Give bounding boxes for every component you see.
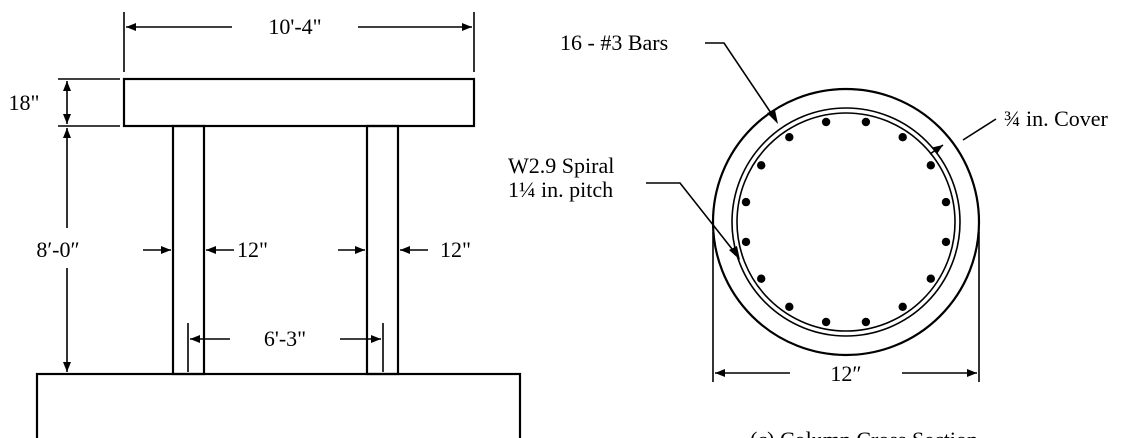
frame-elevation: 10'-4" 18" 8′-0″ 12" 12" [9, 12, 522, 438]
spiral-inner [736, 112, 956, 332]
rebar-7 [898, 302, 907, 311]
cover-callout: ¾ in. Cover [929, 106, 1109, 155]
rebar-5 [941, 237, 951, 247]
rebar-11 [757, 274, 766, 283]
width-label: 10'-4" [268, 14, 321, 39]
column-cross-section: 16 - #3 Bars W2.9 Spiral 1¼ in. pitch ¾ … [508, 30, 1109, 438]
column-spacing-label: 6'-3" [264, 326, 306, 351]
diameter-label: 12″ [830, 361, 861, 386]
spiral-outer [731, 107, 961, 337]
right-column-width-label: 12" [440, 237, 471, 262]
rebar-12 [741, 237, 751, 247]
rebar-13 [741, 197, 751, 207]
rebar-4 [941, 197, 951, 207]
column-height-label: 8′-0″ [36, 237, 79, 262]
spiral-label-line1: W2.9 Spiral [508, 153, 614, 178]
section-caption: (c) Column Cross Section [750, 427, 978, 438]
column-outline [711, 87, 981, 357]
beam-depth-label: 18" [9, 90, 40, 115]
bars-label: 16 - #3 Bars [560, 30, 668, 55]
cover-label: ¾ in. Cover [1004, 106, 1109, 131]
beam-depth-dimension: 18" [9, 78, 120, 127]
column-height-dimension: 8′-0″ [36, 128, 80, 375]
left-column-width-label: 12" [237, 237, 268, 262]
rebar-1 [861, 117, 871, 127]
diameter-dimension: 12″ [712, 232, 980, 386]
reinforcing-bars [741, 117, 951, 327]
width-dimension: 10'-4" [123, 12, 475, 72]
beam [122, 77, 476, 128]
rebar-16 [821, 117, 831, 127]
footing [35, 372, 522, 438]
right-column-width-dimension: 12" [338, 237, 471, 262]
left-column-width-dimension: 12" [143, 237, 268, 262]
rebar-15 [785, 133, 794, 142]
rebar-2 [898, 133, 907, 142]
column-spacing-dimension: 6'-3" [187, 323, 384, 372]
rebar-3 [926, 161, 935, 170]
bars-callout: 16 - #3 Bars [560, 30, 778, 124]
rebar-8 [861, 317, 871, 327]
spiral-label-line2: 1¼ in. pitch [508, 177, 613, 202]
rebar-6 [926, 274, 935, 283]
spiral-callout: W2.9 Spiral 1¼ in. pitch [508, 153, 740, 260]
rebar-10 [785, 302, 794, 311]
rebar-14 [757, 161, 766, 170]
rebar-9 [821, 317, 831, 327]
